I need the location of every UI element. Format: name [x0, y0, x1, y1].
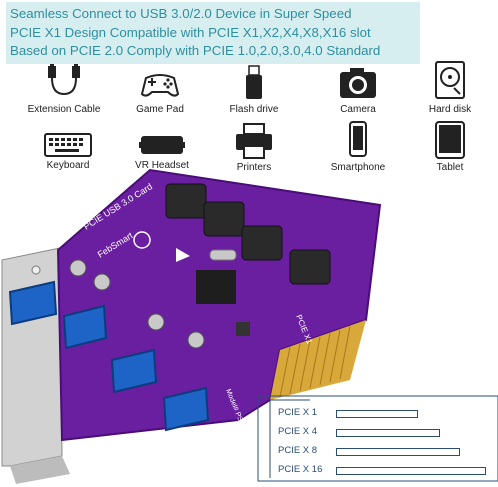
- device-extension-cable: Extension Cable: [14, 64, 114, 115]
- slot-label-x1: PCIE X 1: [278, 407, 318, 418]
- device-label: Keyboard: [46, 160, 90, 171]
- device-label: Camera: [340, 104, 376, 115]
- device-label: VR Headset: [135, 160, 189, 171]
- headline-line-2: PCIE X1 Design Compatible with PCIE X1,X…: [10, 24, 371, 40]
- device-game-pad: Game Pad: [110, 64, 210, 115]
- device-vr-headset: VR Headset: [112, 132, 212, 171]
- device-tablet: Tablet: [400, 120, 498, 173]
- device-printers: Printers: [204, 122, 304, 173]
- slot-label-x8: PCIE X 8: [278, 445, 318, 456]
- slot-callout-box: [257, 395, 498, 482]
- logo-mark: [133, 231, 151, 249]
- device-label: Tablet: [436, 162, 464, 173]
- device-label: Printers: [236, 162, 272, 173]
- smartphone-icon: [349, 121, 367, 157]
- slot-bar-x4: [336, 429, 440, 437]
- slot-bar-x8: [336, 448, 460, 456]
- device-smartphone: Smartphone: [308, 120, 408, 173]
- printer-icon: [236, 123, 272, 159]
- slot-label-x4: PCIE X 4: [278, 426, 318, 437]
- controller-chip: [196, 270, 236, 304]
- device-label: Hard disk: [428, 104, 472, 115]
- flash-drive-icon: [246, 65, 262, 99]
- device-label: Extension Cable: [27, 104, 101, 115]
- capacitors: [69, 259, 250, 349]
- slot-label-x16: PCIE X 16: [278, 464, 323, 475]
- hard-disk-icon: [435, 61, 465, 99]
- slot-bar-x16: [336, 467, 486, 475]
- device-label: Game Pad: [136, 104, 184, 115]
- gamepad-icon: [140, 74, 180, 97]
- keyboard-icon: [44, 133, 92, 157]
- device-keyboard: Keyboard: [18, 130, 118, 171]
- headline-banner: Seamless Connect to USB 3.0/2.0 Device i…: [6, 2, 420, 64]
- extension-cable-icon: [48, 64, 80, 96]
- inductors: [165, 183, 331, 285]
- device-camera: Camera: [308, 64, 408, 115]
- tablet-icon: [435, 121, 465, 159]
- device-flash-drive: Flash drive: [204, 64, 304, 115]
- headline-line-3: Based on PCIE 2.0 Comply with PCIE 1.0,2…: [10, 43, 381, 58]
- gold-edge-connector: [270, 320, 366, 400]
- headline-line-1: Seamless Connect to USB 3.0/2.0 Device i…: [10, 6, 352, 21]
- camera-icon: [340, 68, 376, 98]
- device-hard-disk: Hard disk: [400, 60, 498, 115]
- usb-ports: [8, 280, 210, 432]
- vr-headset-icon: [139, 136, 185, 154]
- slot-bar-x1: [336, 410, 418, 418]
- device-label: Smartphone: [330, 162, 386, 173]
- device-label: Flash drive: [229, 104, 279, 115]
